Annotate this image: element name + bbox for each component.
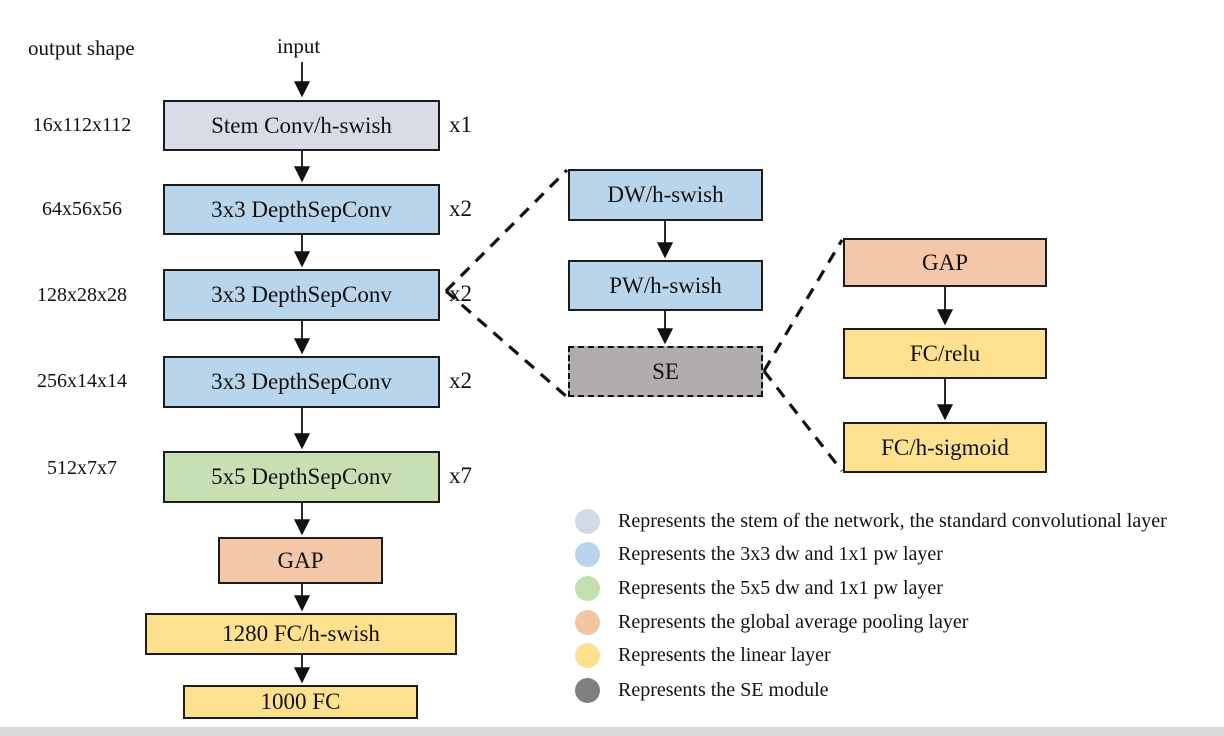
legend-item-se: Represents the SE module xyxy=(575,677,829,703)
output-shape-heading: output shape xyxy=(28,36,135,60)
legend-item-3x3: Represents the 3x3 dw and 1x1 pw layer xyxy=(575,541,943,567)
block-depthsepconv-3: 3x3 DepthSepConv xyxy=(163,356,440,408)
block-stem-conv: Stem Conv/h-swish xyxy=(163,100,440,151)
block-dw-hswish: DW/h-swish xyxy=(568,169,763,221)
shape-label-ds2: 128x28x28 xyxy=(37,284,127,306)
legend-item-stem: Represents the stem of the network, the … xyxy=(575,508,1167,534)
block-fc-1000: 1000 FC xyxy=(183,685,418,719)
block-gap: GAP xyxy=(218,537,383,584)
dashed-ds2-to-dw-top xyxy=(444,168,569,293)
legend-dot-5x5 xyxy=(575,575,600,601)
legend-dot-stem xyxy=(575,508,600,534)
block-depthsepconv-4: 5x5 DepthSepConv xyxy=(163,451,440,503)
legend-text-5x5: Represents the 5x5 dw and 1x1 pw layer xyxy=(618,576,943,599)
dashed-ds2-to-se-bottom xyxy=(444,289,569,399)
input-label: input xyxy=(277,34,321,58)
legend-text-stem: Represents the stem of the network, the … xyxy=(618,509,1167,532)
block-se-module: SE xyxy=(568,346,763,397)
block-fc-1280: 1280 FC/h-swish xyxy=(145,613,457,655)
shape-label-ds3: 256x14x14 xyxy=(37,370,127,392)
legend-text-linear: Represents the linear layer xyxy=(618,643,831,666)
block-depthsepconv-2: 3x3 DepthSepConv xyxy=(163,269,440,321)
block-fc-relu: FC/relu xyxy=(843,328,1047,379)
shape-label-stem: 16x112x112 xyxy=(32,114,132,136)
repeat-x1: x1 xyxy=(449,112,472,137)
shape-label-ds1: 64x56x56 xyxy=(42,198,122,220)
repeat-x2-c: x2 xyxy=(449,368,472,393)
block-depthsepconv-1: 3x3 DepthSepConv xyxy=(163,184,440,235)
repeat-x2-b: x2 xyxy=(449,281,472,306)
legend-item-5x5: Represents the 5x5 dw and 1x1 pw layer xyxy=(575,575,943,601)
legend-item-linear: Represents the linear layer xyxy=(575,642,831,668)
legend-dot-3x3 xyxy=(575,541,600,567)
legend-dot-gap xyxy=(575,609,600,635)
block-fc-hsigmoid: FC/h-sigmoid xyxy=(843,422,1047,473)
legend-dot-linear xyxy=(575,642,600,668)
legend-text-3x3: Represents the 3x3 dw and 1x1 pw layer xyxy=(618,542,943,565)
legend-dot-se xyxy=(575,677,600,703)
dashed-connectors xyxy=(444,168,844,472)
block-se-gap: GAP xyxy=(843,238,1047,287)
legend-item-gap: Represents the global average pooling la… xyxy=(575,609,968,635)
bottom-edge-strip xyxy=(0,727,1224,736)
dashed-se-to-fcsig-bottom xyxy=(762,370,844,472)
repeat-x2-a: x2 xyxy=(449,196,472,221)
block-pw-hswish: PW/h-swish xyxy=(568,260,763,311)
legend-text-gap: Represents the global average pooling la… xyxy=(618,610,969,633)
repeat-x7: x7 xyxy=(449,463,472,488)
shape-label-ds4: 512x7x7 xyxy=(47,457,117,479)
legend-text-se: Represents the SE module xyxy=(618,678,829,701)
dashed-se-to-gap2-top xyxy=(762,239,844,372)
solid-arrows xyxy=(293,62,954,684)
